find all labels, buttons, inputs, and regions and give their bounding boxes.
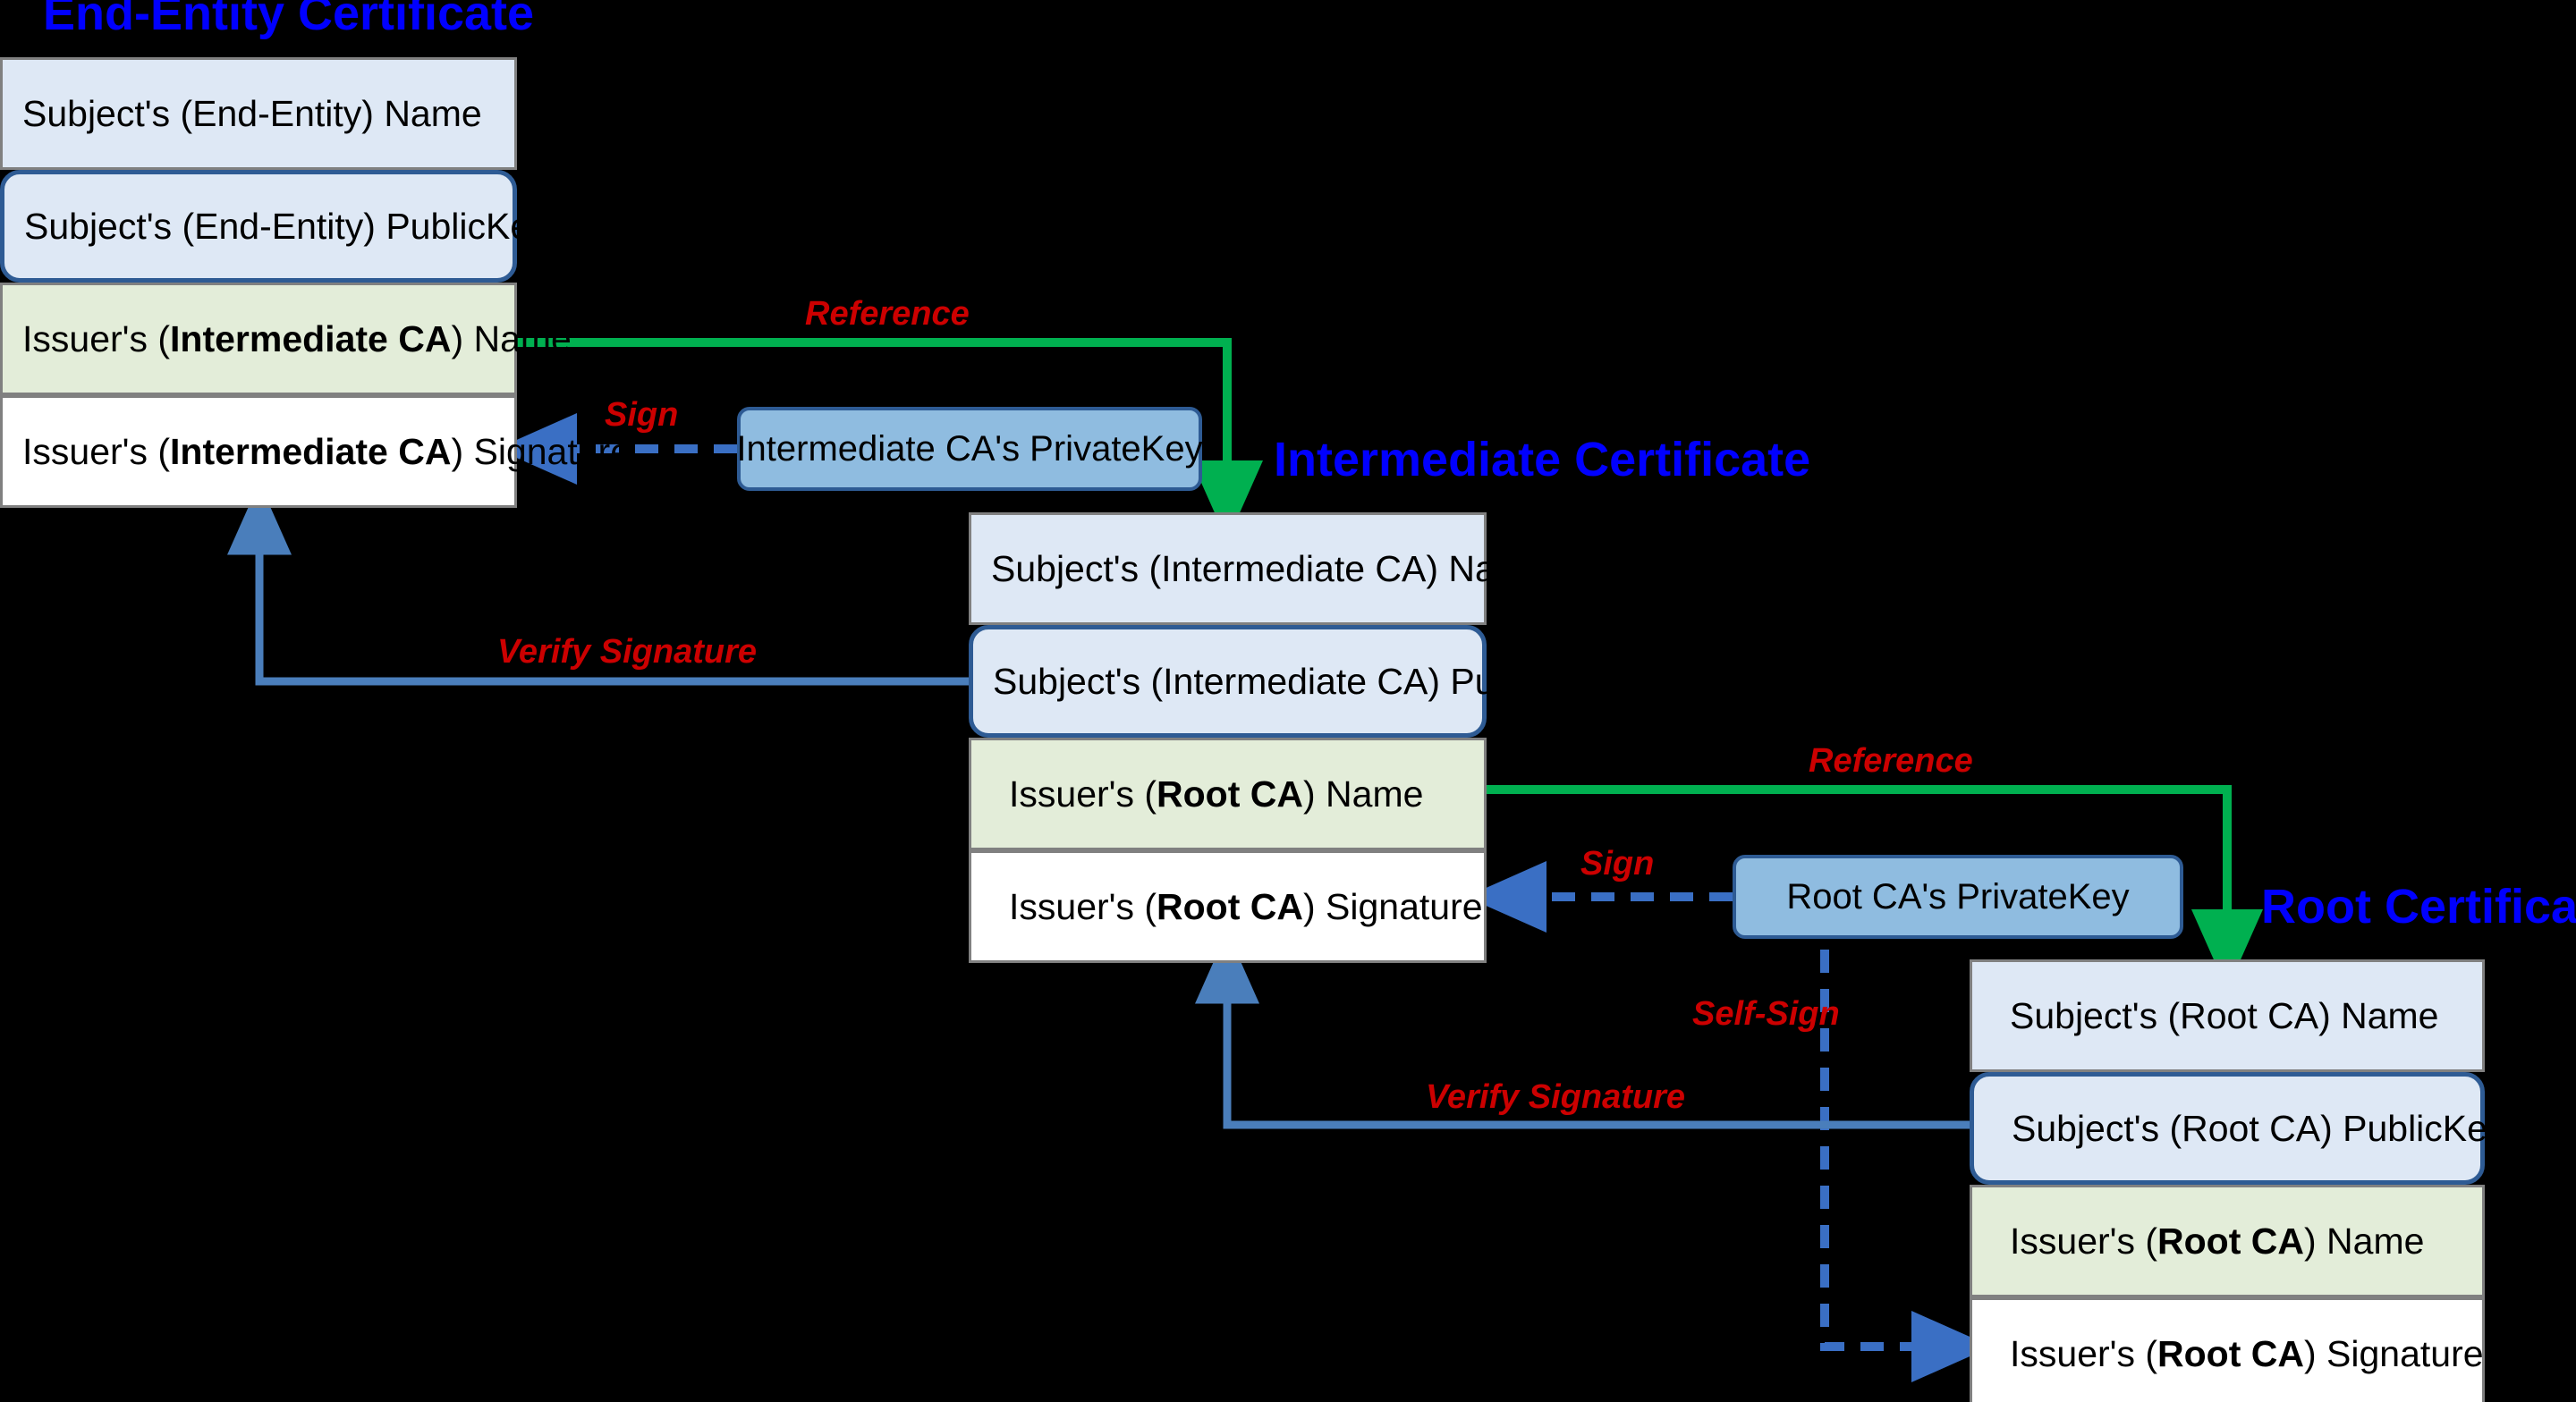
private-key-root-ca: Root CA's PrivateKey — [1733, 855, 2183, 939]
row-label: Issuer's (Intermediate CA) Name — [22, 317, 572, 359]
edge-label-sign-intermediate: Sign — [605, 396, 679, 434]
row-label: Subject's (Root CA) Name — [2010, 994, 2439, 1036]
edge-label-verify-root: Verify Signature — [1426, 1078, 1686, 1116]
private-key-intermediate-ca: Intermediate CA's PrivateKey — [736, 407, 1203, 491]
private-key-label: Intermediate CA's PrivateKey — [736, 428, 1203, 469]
row-label: Subject's (Intermediate CA) Name — [991, 547, 1546, 589]
row-label: Subject's (Root CA) PublicKey — [2012, 1107, 2506, 1149]
cert-title-intermediate: Intermediate Certificate — [1274, 433, 1811, 486]
row-subject-name: Subject's (Root CA) Name — [1970, 959, 2485, 1072]
edge-reference-intermediate — [517, 338, 1263, 541]
row-label: Issuer's (Intermediate CA) Signature — [22, 430, 631, 472]
row-issuer-signature: Issuer's (Root CA) Signature — [1970, 1297, 2485, 1402]
certificate-end-entity: Subject's (End-Entity) Name Subject's (E… — [0, 57, 631, 508]
edge-reference-root — [1487, 785, 2263, 990]
edge-self-sign-root — [1820, 950, 1992, 1382]
row-issuer-name: Issuer's (Root CA) Name — [969, 738, 1487, 850]
row-label: Issuer's (Root CA) Signature — [2010, 1332, 2484, 1374]
row-label: Issuer's (Root CA) Name — [2010, 1220, 2425, 1262]
row-issuer-signature: Issuer's (Intermediate CA) Signature — [0, 395, 631, 508]
edge-label-verify-intermediate: Verify Signature — [497, 633, 758, 671]
edge-verify-intermediate — [227, 482, 969, 686]
edge-label-reference-root: Reference — [1809, 742, 1973, 780]
row-subject-name: Subject's (End-Entity) Name — [0, 57, 517, 170]
row-issuer-signature: Issuer's (Root CA) Signature — [969, 850, 1487, 963]
row-subject-publickey: Subject's (Intermediate CA) PublicKey — [969, 625, 1614, 738]
row-label: Subject's (End-Entity) PublicKey — [24, 205, 549, 247]
row-label: Subject's (Intermediate CA) PublicKey — [993, 660, 1614, 702]
certificate-intermediate: Subject's (Intermediate CA) Name Subject… — [969, 512, 1614, 963]
edge-label-reference-intermediate: Reference — [805, 295, 970, 333]
row-label: Subject's (End-Entity) Name — [22, 92, 482, 134]
row-subject-publickey: Subject's (Root CA) PublicKey — [1970, 1072, 2505, 1185]
edge-label-sign-root: Sign — [1580, 845, 1655, 883]
row-subject-name: Subject's (Intermediate CA) Name — [969, 512, 1546, 625]
private-key-label: Root CA's PrivateKey — [1786, 876, 2130, 916]
row-label: Issuer's (Root CA) Name — [1009, 773, 1424, 815]
edge-label-self-sign-root: Self-Sign — [1692, 995, 1840, 1033]
cert-title-root: Root Certificate — [2261, 880, 2576, 933]
row-label: Issuer's (Root CA) Signature — [1009, 885, 1483, 927]
certificate-root: Subject's (Root CA) Name Subject's (Root… — [1970, 959, 2505, 1402]
row-issuer-name: Issuer's (Root CA) Name — [1970, 1185, 2485, 1297]
row-issuer-name: Issuer's (Intermediate CA) Name — [0, 283, 572, 395]
edge-verify-root — [1195, 931, 1970, 1129]
cert-title-end-entity: End-Entity Certificate — [43, 0, 535, 40]
row-subject-publickey: Subject's (End-Entity) PublicKey — [0, 170, 549, 283]
